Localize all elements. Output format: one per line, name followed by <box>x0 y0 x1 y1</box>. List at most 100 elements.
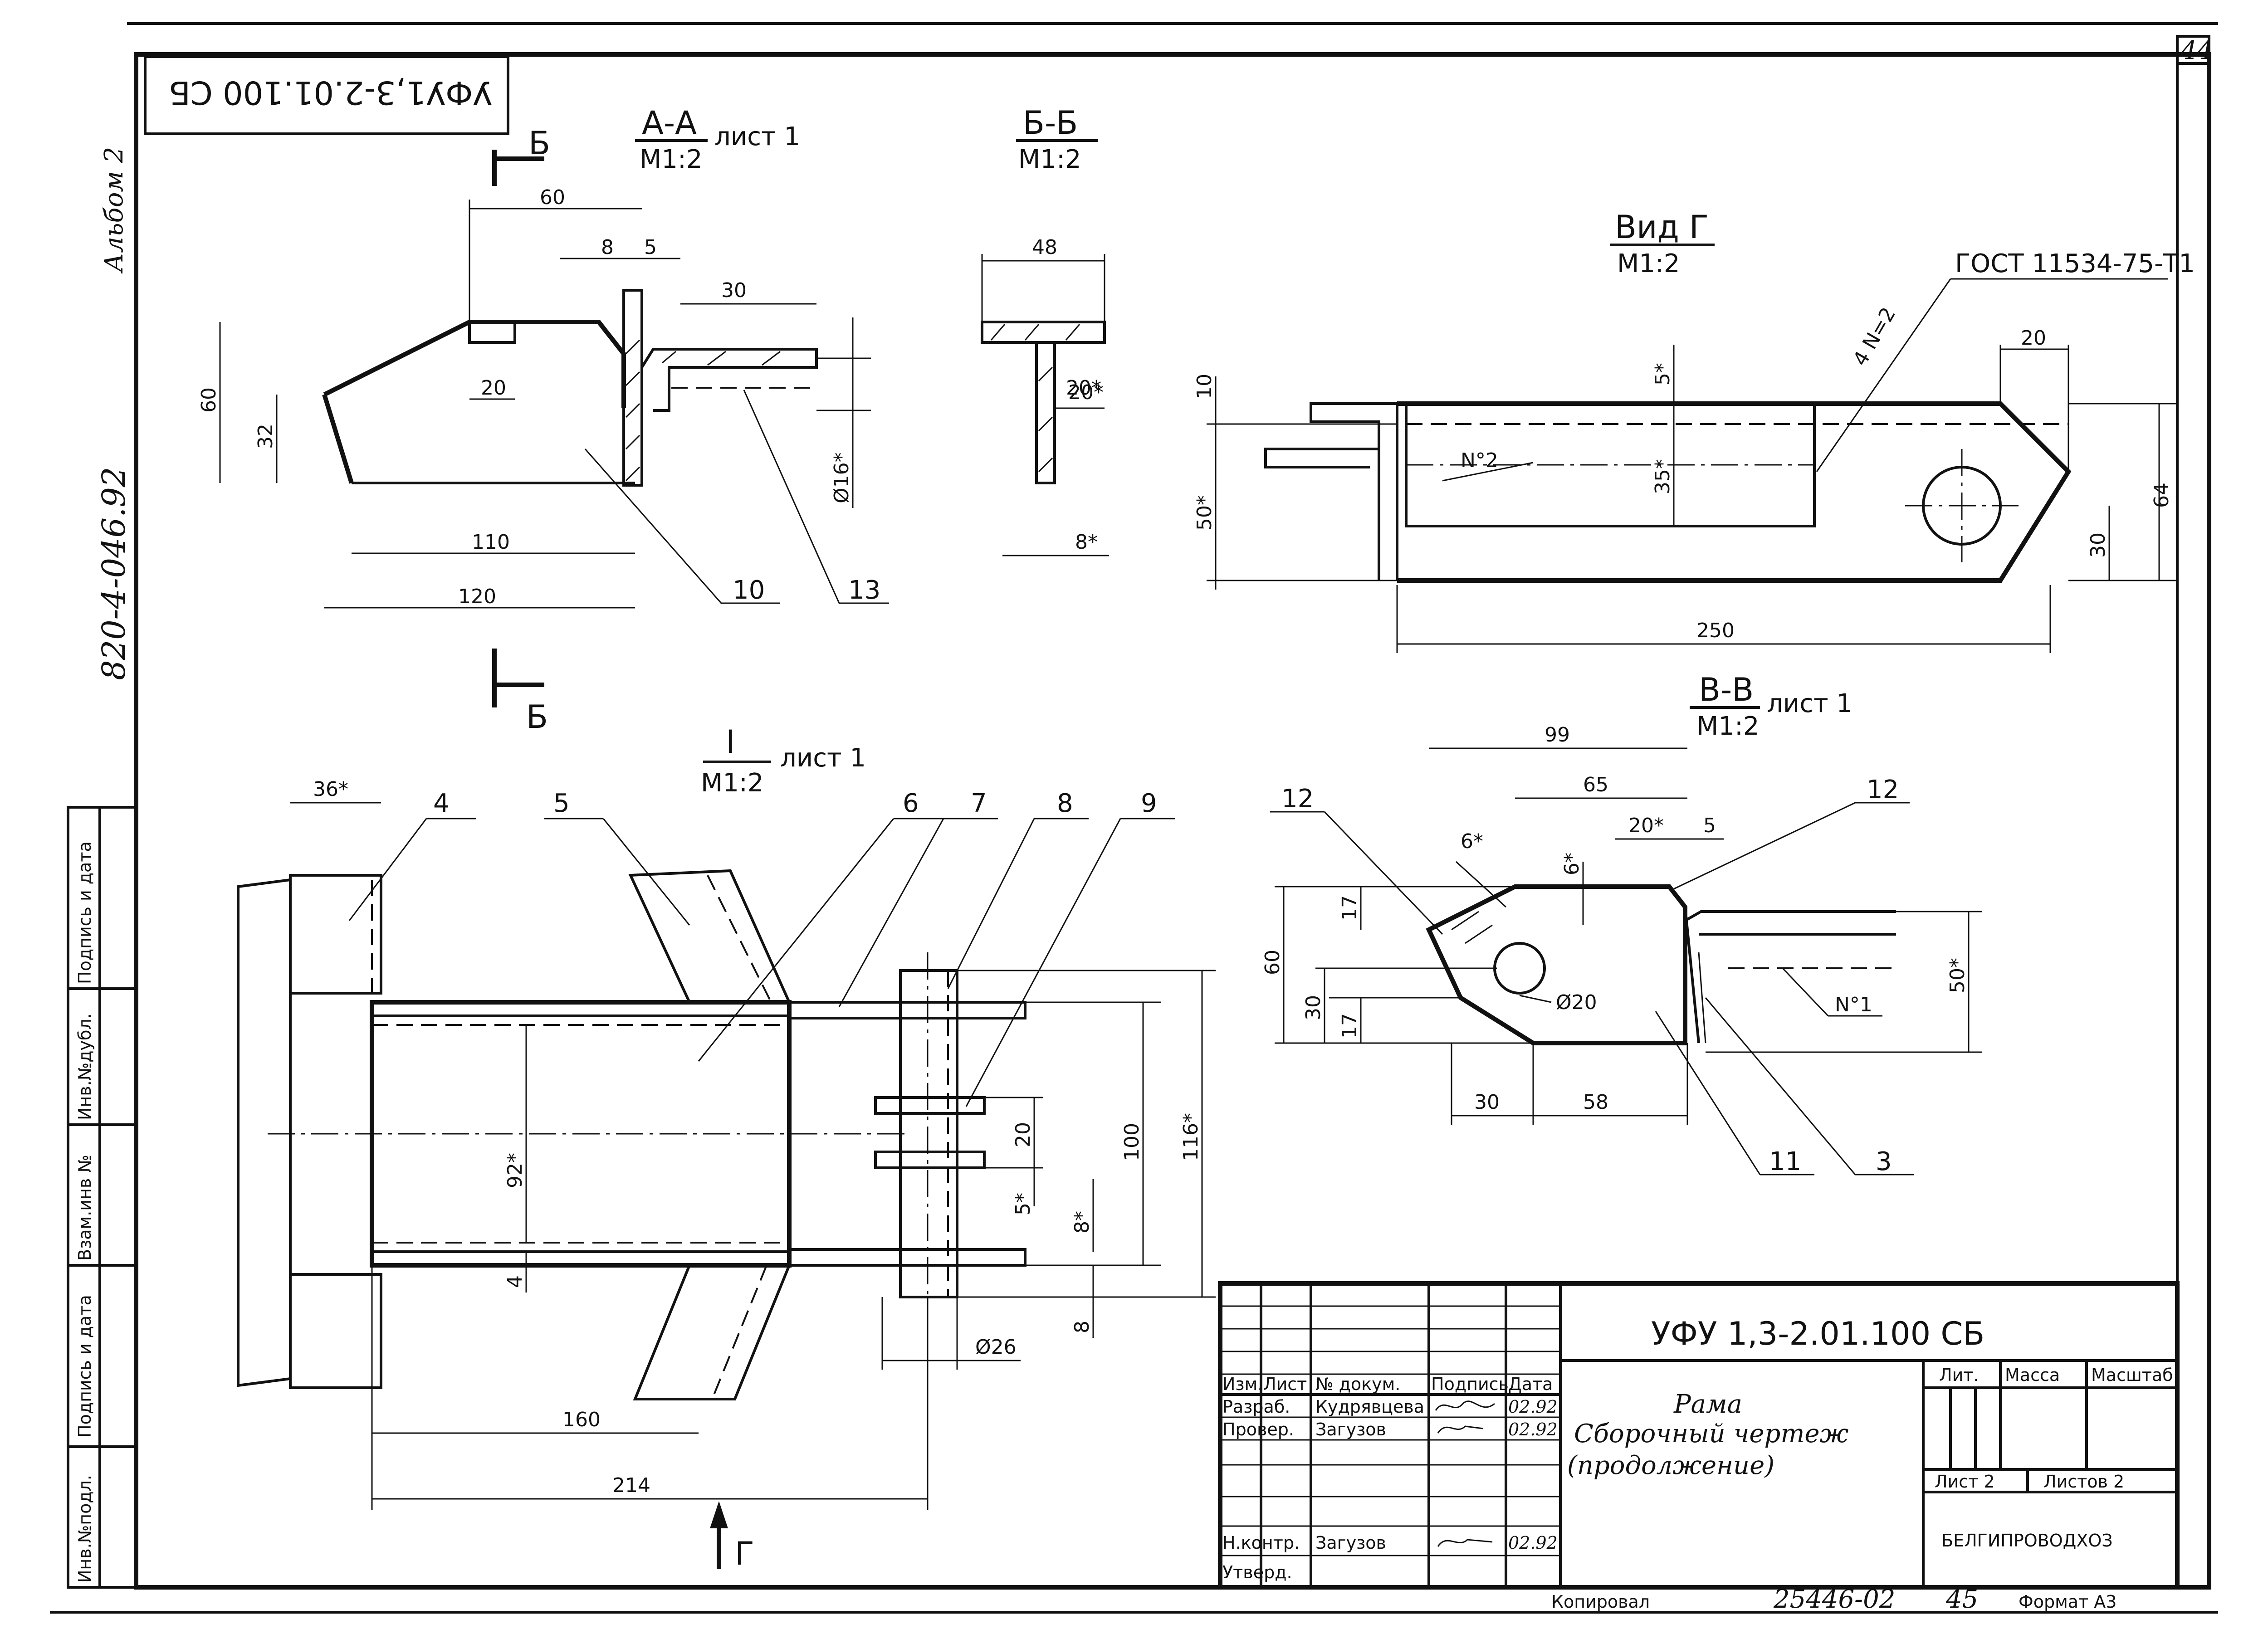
vv-sheet-ref: лист 1 <box>1767 689 1853 718</box>
tb-name-prover: Загузов <box>1315 1419 1386 1439</box>
tb-role-razrab: Разраб. <box>1222 1397 1290 1417</box>
footer-format: Формат А3 <box>2019 1592 2116 1612</box>
vv-title: В-В <box>1699 671 1754 708</box>
sheet-number: 44 <box>2180 36 2213 65</box>
vi-scale: М1:2 <box>701 768 763 798</box>
vv-dim-99: 99 <box>1545 723 1570 746</box>
tb-col-date: Дата <box>1508 1374 1553 1394</box>
view-g: Вид Г М1:2 ГОСТ 11534-75-Т1 4 N=2 10 50*… <box>1193 209 2195 653</box>
stamp-signature-2: Подпись и дата <box>75 841 95 984</box>
aa-part-10: 10 <box>733 576 765 605</box>
vg-dim-10: 10 <box>1193 374 1216 399</box>
vi-part-4: 4 <box>433 789 450 818</box>
aa-dim-32: 32 <box>254 424 277 449</box>
vi-dim-5: 5* <box>1012 1193 1035 1215</box>
tb-scale: Масштаб <box>2091 1365 2173 1385</box>
stamp-signature-1: Подпись и дата <box>75 1295 95 1438</box>
vv-dim-58: 58 <box>1583 1091 1608 1114</box>
vi-part-8: 8 <box>1057 789 1073 818</box>
aa-dim-d16: Ø16* <box>830 452 853 503</box>
footer-number: 25446-02 <box>1773 1585 1895 1614</box>
album-label: Альбом 2 <box>99 147 129 274</box>
vi-part-6: 6 <box>903 789 919 818</box>
tb-role-nkontr: Н.контр. <box>1222 1533 1300 1553</box>
tb-date-razrab: 02.92 <box>1508 1397 1558 1417</box>
vv-dim-17-top: 17 <box>1338 895 1361 921</box>
tb-name-line-1: Рама <box>1673 1390 1742 1419</box>
vi-part-9: 9 <box>1141 789 1157 818</box>
aa-dim-110: 110 <box>472 531 510 554</box>
tb-col-sign: Подпись <box>1431 1374 1509 1394</box>
vi-dim-100: 100 <box>1120 1123 1144 1161</box>
vv-dim-60: 60 <box>1261 950 1284 975</box>
vi-part-5: 5 <box>553 789 570 818</box>
vv-dim-6-right: 6* <box>1560 853 1584 875</box>
aa-dim-20-star: 20* <box>1066 376 1101 400</box>
bb-dim-20: 20* <box>1068 381 1104 404</box>
tb-date-prover: 02.92 <box>1508 1419 1558 1439</box>
side-stamp: Инв.№подл. Подпись и дата Взам.инв № Инв… <box>67 806 137 1589</box>
vi-dim-116: 116* <box>1179 1113 1202 1161</box>
tb-role-prover: Провер. <box>1222 1419 1294 1439</box>
bb-dim-48: 48 <box>1032 236 1057 259</box>
tb-lit: Лит. <box>1939 1365 1979 1385</box>
vi-dim-36: 36* <box>313 778 348 801</box>
aa-sheet-ref: лист 1 <box>714 122 800 151</box>
footer-copied: Копировал <box>1551 1592 1650 1612</box>
rotated-code-box: УФУ1,3-2.01.100 СБ <box>144 55 509 135</box>
vg-dim-5: 5* <box>1651 363 1674 385</box>
section-aa: А-А М1:2 лист 1 Б Б 60 8 <box>197 104 1101 736</box>
project-code: 820-4-046.92 <box>95 467 132 680</box>
tb-name-razrab: Кудрявцева <box>1315 1397 1424 1417</box>
tb-date-nkontr: 02.92 <box>1508 1533 1558 1553</box>
vi-dim-20: 20 <box>1012 1122 1035 1147</box>
bb-dim-8: 8* <box>1075 531 1098 554</box>
rotated-code: УФУ1,3-2.01.100 СБ <box>169 74 492 111</box>
vi-dim-d26: Ø26 <box>975 1336 1017 1359</box>
vg-weld: 4 N=2 <box>1848 303 1900 370</box>
section-vv: В-В М1:2 лист 1 99 65 12 12 6* 20* 5 6* <box>1261 671 1982 1176</box>
aa-dim-20: 20 <box>481 376 506 400</box>
tb-mass: Масса <box>2005 1365 2060 1385</box>
tb-name-nkontr: Загузов <box>1315 1533 1386 1553</box>
vv-dim-17-bottom: 17 <box>1338 1013 1361 1039</box>
aa-dim-120: 120 <box>458 585 496 608</box>
tb-col-doc: № докум. <box>1315 1374 1400 1394</box>
vv-dim-65: 65 <box>1583 773 1608 796</box>
vg-dim-30: 30 <box>2087 532 2110 558</box>
vv-part-12-right: 12 <box>1867 775 1899 805</box>
view-i: I М1:2 лист 1 36* 4 <box>237 723 1216 1572</box>
aa-dim-5: 5 <box>644 236 657 259</box>
vi-dim-4: 4 <box>503 1275 527 1288</box>
vi-part-7: 7 <box>971 789 987 818</box>
tb-designation: УФУ 1,3-2.01.100 СБ <box>1651 1315 1984 1352</box>
tb-name-line-2: Сборочный чертеж <box>1574 1419 1849 1449</box>
vi-dim-92: 92* <box>503 1153 527 1188</box>
tb-role-utverd: Утверд. <box>1222 1562 1292 1582</box>
vg-dim-35: 35* <box>1651 459 1674 494</box>
section-bb: Б-Б М1:2 48 20* 8* <box>981 104 1109 556</box>
vv-part-11: 11 <box>1769 1147 1801 1176</box>
aa-dim-8: 8 <box>601 236 614 259</box>
stamp-inv-podl: Инв.№подл. <box>75 1475 95 1583</box>
vg-dim-64: 64 <box>2150 483 2173 508</box>
vg-dim-20: 20 <box>2021 327 2046 350</box>
footer-page: 45 <box>1945 1585 1978 1614</box>
vi-dim-8: 8 <box>1070 1321 1094 1333</box>
view-mark-g: Г <box>735 1535 754 1572</box>
vg-title: Вид Г <box>1615 209 1709 246</box>
vv-dim-30-left: 30 <box>1302 995 1325 1020</box>
vv-dim-6-left: 6* <box>1461 830 1483 853</box>
aa-part-13: 13 <box>848 576 880 605</box>
aa-scale: М1:2 <box>640 145 702 174</box>
aa-dim-60-left: 60 <box>197 387 220 413</box>
vg-part-2: N°2 <box>1461 449 1498 472</box>
tb-sheet: Лист 2 <box>1935 1472 1995 1492</box>
bb-title: Б-Б <box>1023 104 1078 141</box>
vv-dim-d20: Ø20 <box>1556 991 1597 1014</box>
aa-title: А-А <box>642 104 697 141</box>
vg-gost: ГОСТ 11534-75-Т1 <box>1955 249 2195 278</box>
tb-sheets: Листов 2 <box>2043 1472 2124 1492</box>
vv-part-3: 3 <box>1876 1147 1892 1176</box>
